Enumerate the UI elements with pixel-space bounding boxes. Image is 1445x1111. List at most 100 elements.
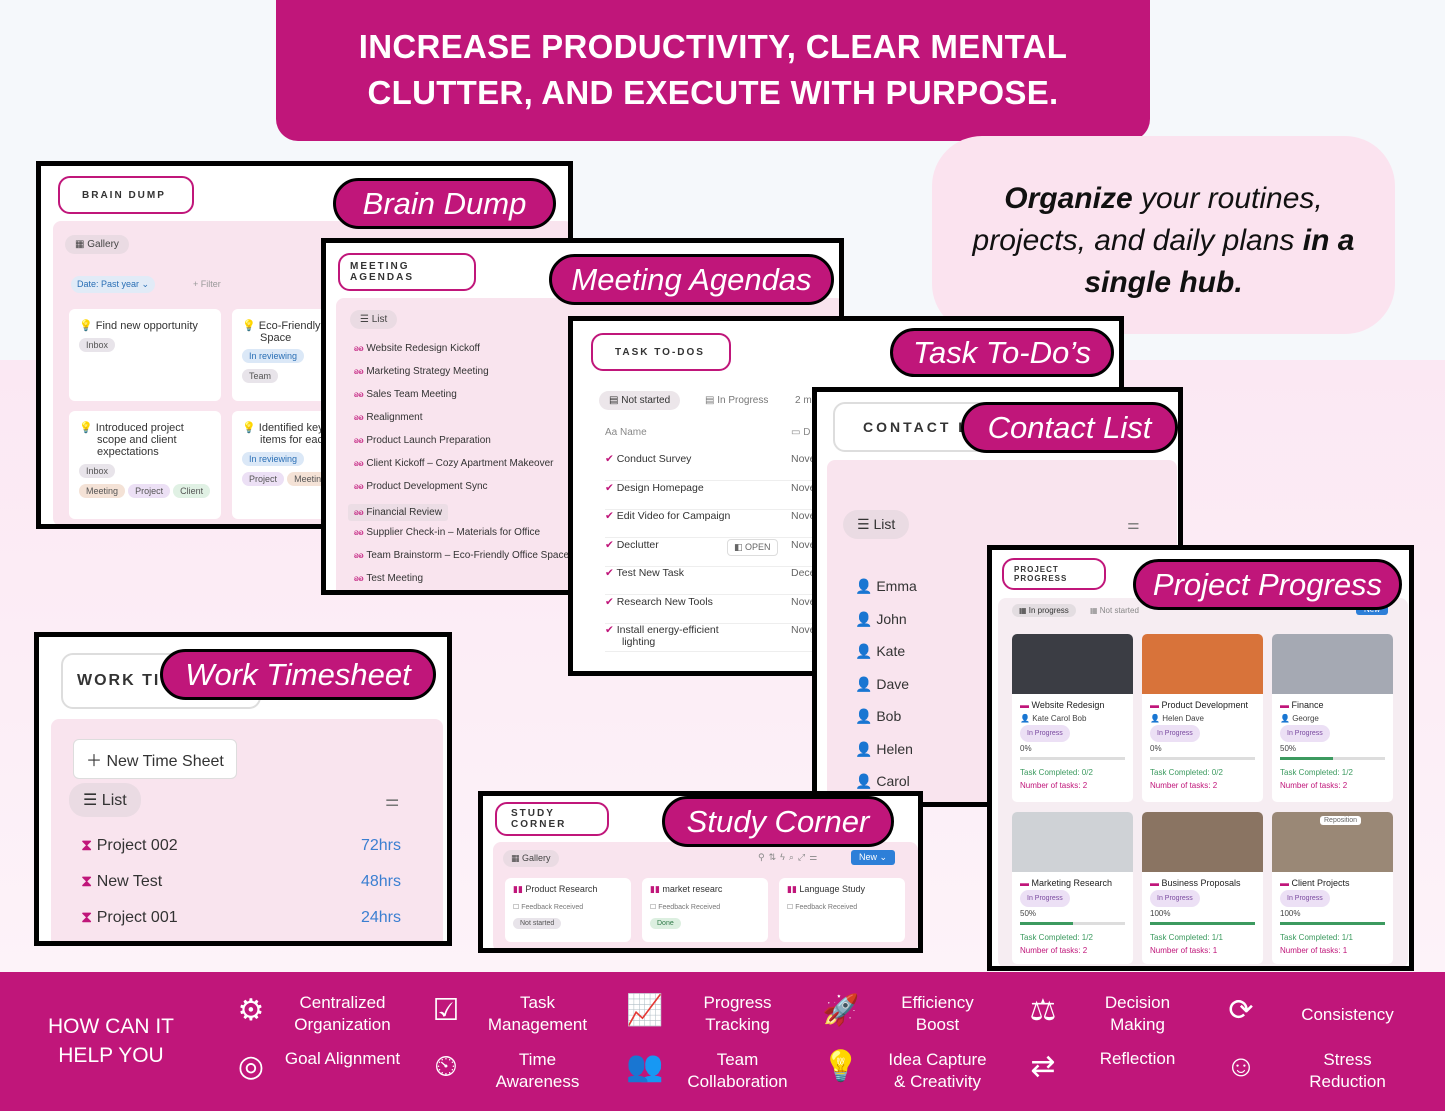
contact-list-tag: Contact List — [961, 402, 1178, 453]
card-title: Eco-Friendly — [258, 320, 321, 332]
project-cover-image — [1012, 812, 1133, 872]
checkbox-icon[interactable]: ☐ — [787, 904, 796, 911]
meeting-item[interactable]: ꭷꭷ Test Meeting — [354, 573, 423, 584]
tab-in-progress[interactable]: ▦ In progress — [1012, 604, 1076, 617]
settings-sliders-icon[interactable]: ⚌ — [385, 793, 400, 810]
meeting-item[interactable]: ꭷꭷ Marketing Strategy Meeting — [354, 366, 489, 377]
meeting-item[interactable]: ꭷꭷ Team Brainstorm – Eco-Friendly Office… — [354, 550, 569, 561]
status-badge: In reviewing — [242, 349, 305, 363]
footer-heading-1: HOW CAN IT — [48, 1015, 174, 1038]
tagline-text-1: your routines, — [1132, 182, 1323, 215]
new-time-sheet-button[interactable]: ＋ New Time Sheet — [73, 739, 237, 779]
checkbox-icon[interactable]: ☐ — [650, 904, 659, 911]
study-new-button[interactable]: New ⌄ — [851, 850, 896, 865]
study-card[interactable]: ▮▮ Language Study☐ Feedback Received — [779, 878, 905, 942]
network-icon: ⚙ — [237, 994, 265, 1027]
list-view-tab[interactable]: ☰ List — [350, 310, 398, 329]
task-date: Nove — [791, 453, 816, 465]
meeting-item[interactable]: ꭷꭷ Realignment — [354, 412, 423, 423]
meeting-item[interactable]: ꭷꭷ Client Kickoff – Cozy Apartment Makeo… — [354, 458, 553, 469]
timesheet-list-view-tab[interactable]: ☰ List — [69, 783, 141, 817]
checkbox-icon[interactable]: ☐ — [513, 904, 522, 911]
meeting-item[interactable]: ꭷꭷ Product Launch Preparation — [354, 435, 491, 446]
meeting-item[interactable]: ꭷꭷ Product Development Sync — [354, 481, 488, 492]
benefit-line-2: Awareness — [495, 1072, 580, 1091]
timesheet-name: Project 001 — [96, 909, 178, 926]
brain-card-1[interactable]: 💡 Find new opportunity Inbox — [69, 309, 221, 401]
tagline-text-2: projects, and daily plans — [972, 224, 1303, 257]
contact-item[interactable]: 👤 Emma — [855, 578, 917, 595]
tasks-completed: Task Completed: 1/1 — [1280, 933, 1353, 942]
rocket-chart-icon: 🚀 — [822, 994, 860, 1027]
reposition-button[interactable]: Reposition — [1320, 816, 1362, 825]
team-idea-icon: 👥 — [626, 1050, 664, 1083]
toolbar-icons[interactable]: ⚲⇅ϟ⌕⤢⚌ — [758, 852, 822, 862]
banner-line-2: CLUTTER, AND EXECUTE WITH PURPOSE. — [367, 74, 1059, 111]
tag-badge: Project — [128, 484, 171, 498]
tab-in-progress[interactable]: ▤ In Progress — [705, 395, 768, 406]
tagline-bold-3: single hub. — [1084, 266, 1243, 299]
book-icon: ▮▮ — [650, 884, 663, 894]
add-filter-button[interactable]: + Filter — [193, 279, 221, 289]
settings-sliders-icon[interactable]: ⚌ — [1127, 516, 1140, 532]
checklist-icon: ☑ — [432, 994, 460, 1027]
tab-more[interactable]: 2 m — [795, 395, 812, 406]
meeting-item[interactable]: ꭷꭷ Financial Review — [348, 504, 448, 521]
tab-not-started[interactable]: ▤ Not started — [599, 391, 681, 410]
meeting-item[interactable]: ꭷꭷ Sales Team Meeting — [354, 389, 457, 400]
meeting-item[interactable]: ꭷꭷ Supplier Check-in – Materials for Off… — [354, 527, 540, 538]
bulb-icon: 💡 — [79, 422, 93, 434]
project-title: Marketing Research — [1031, 878, 1113, 888]
contact-name: Bob — [876, 708, 902, 724]
table-icon: ▤ — [705, 395, 718, 406]
people-icon: ꭷꭷ — [354, 550, 367, 561]
progress-bar — [1020, 757, 1125, 760]
study-card-title: Product Research — [525, 884, 598, 894]
contact-list-view-tab[interactable]: ☰ List — [843, 510, 910, 539]
meeting-item-label: Product Launch Preparation — [366, 435, 491, 446]
contact-item[interactable]: 👤 Bob — [855, 708, 901, 725]
benefit-line-2: Reduction — [1309, 1072, 1386, 1091]
contact-item[interactable]: 👤 Helen — [855, 741, 913, 758]
progress-percent: 100% — [1150, 909, 1171, 918]
date-filter-chip[interactable]: Date: Past year ⌄ — [71, 276, 156, 293]
progress-percent: 50% — [1020, 909, 1037, 918]
status-badge: In Progress — [1280, 890, 1330, 907]
contact-item[interactable]: 👤 Carol — [855, 773, 910, 790]
meeting-item[interactable]: ꭷꭷ Website Redesign Kickoff — [354, 343, 480, 354]
progress-percent: 100% — [1280, 909, 1301, 918]
benefit-line-1: Consistency — [1301, 1005, 1394, 1024]
card-title: Introduced project — [95, 422, 184, 434]
study-gallery-tab[interactable]: ▦ Gallery — [503, 850, 559, 867]
meeting-item-label: Product Development Sync — [366, 481, 488, 492]
contact-item[interactable]: 👤 John — [855, 611, 907, 628]
tab-not-started[interactable]: ▦ Not started — [1090, 606, 1139, 615]
gallery-view-tab[interactable]: ▦ Gallery — [65, 235, 129, 254]
hourglass-icon: ⧗ — [81, 873, 97, 890]
open-button[interactable]: ◧ OPEN — [727, 539, 778, 556]
benefit-line-1: Idea Capture — [888, 1050, 987, 1069]
contact-item[interactable]: 👤 Dave — [855, 676, 909, 693]
meeting-item-label: Test Meeting — [366, 573, 424, 584]
task-name: Research New Tools — [616, 595, 713, 608]
card-title: Identified key — [258, 422, 324, 434]
study-corner-card: STUDY CORNER ▦ Gallery ⚲⇅ϟ⌕⤢⚌ New ⌄ ▮▮ P… — [478, 791, 923, 953]
folder-icon: ▬ — [1020, 700, 1032, 710]
contact-item[interactable]: 👤 Kate — [855, 643, 905, 660]
task-name: Declutter — [616, 538, 659, 551]
